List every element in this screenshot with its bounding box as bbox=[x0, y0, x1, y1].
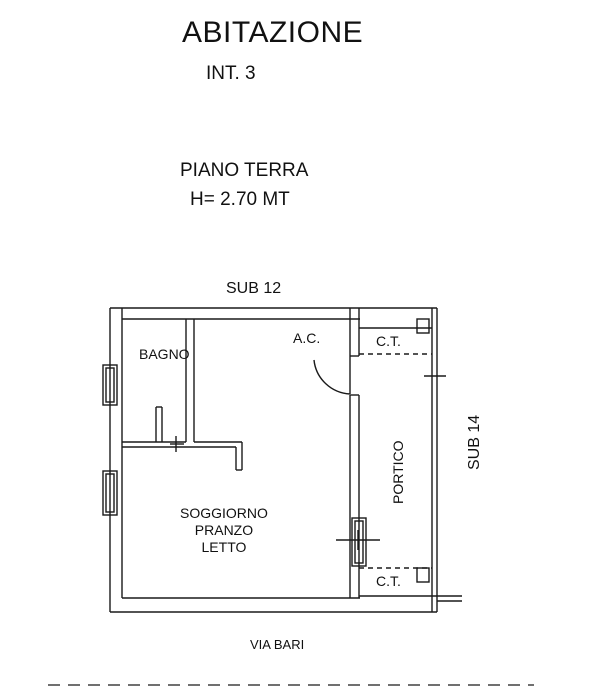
window-left-lower bbox=[102, 470, 118, 516]
neighbor-top-label: SUB 12 bbox=[226, 280, 282, 297]
portico-edge bbox=[416, 308, 462, 612]
room-ct-bottom-label: C.T. bbox=[376, 573, 401, 589]
neighbor-right-label: SUB 14 bbox=[466, 414, 483, 470]
room-ct-top-label: C.T. bbox=[376, 333, 401, 349]
room-living-line: LETTO bbox=[201, 539, 247, 555]
room-living-line: SOGGIORNO bbox=[180, 505, 268, 521]
height-label: H= 2.70 MT bbox=[190, 189, 290, 210]
street-label: VIA BARI bbox=[250, 637, 305, 652]
outer-walls bbox=[109, 307, 437, 613]
interior-walls bbox=[122, 308, 437, 598]
page-title: ABITAZIONE bbox=[182, 16, 364, 49]
unit-label: INT. 3 bbox=[206, 63, 256, 84]
room-living-label: SOGGIORNO PRANZO LETTO bbox=[180, 505, 268, 556]
window-left-upper bbox=[102, 364, 118, 406]
room-living-line: PRANZO bbox=[194, 522, 254, 538]
room-bagno-label: BAGNO bbox=[139, 346, 190, 362]
room-portico-label: PORTICO bbox=[390, 440, 406, 504]
floor-label: PIANO TERRA bbox=[180, 160, 309, 181]
room-ac-label: A.C. bbox=[293, 330, 321, 346]
door-swing bbox=[313, 356, 351, 395]
window-portico bbox=[336, 517, 380, 567]
